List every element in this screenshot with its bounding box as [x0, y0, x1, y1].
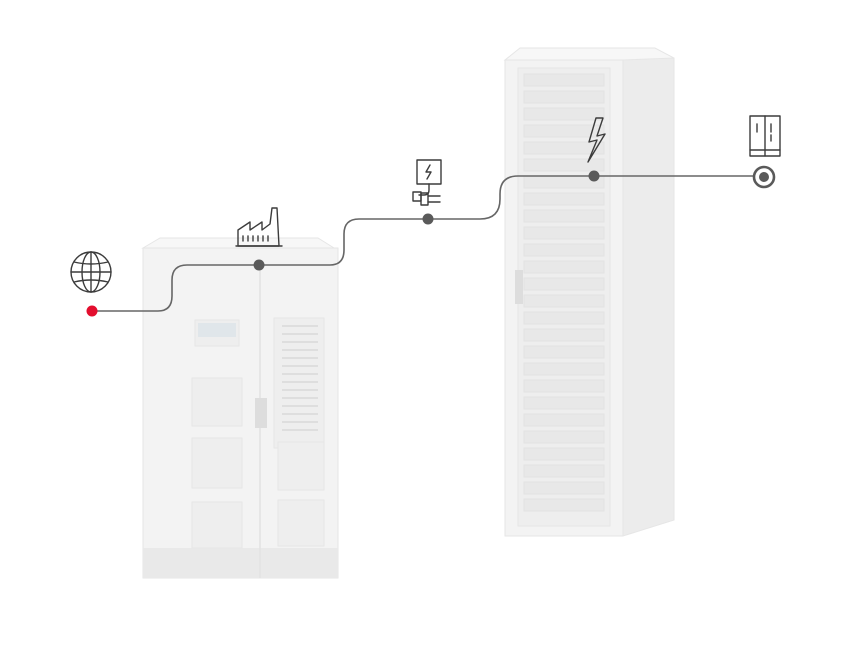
rack-slot [523, 192, 605, 206]
rack-slot [523, 158, 605, 172]
lightning-bolt-icon [587, 117, 606, 163]
rack-slot [523, 345, 605, 359]
grid-source-dot [86, 305, 98, 317]
rack-slot [523, 379, 605, 393]
rack-slot [523, 73, 605, 87]
rack-slot [523, 328, 605, 342]
rack-slot [523, 90, 605, 104]
rack-slot [523, 260, 605, 274]
power-node-dot [588, 170, 600, 182]
ev-charger-plug-icon [412, 159, 442, 206]
rack-slot [523, 124, 605, 138]
load-endpoint-target [752, 165, 776, 189]
tall-rack-cabinet-image [503, 47, 675, 537]
globe-icon [70, 251, 112, 293]
charger-node-dot [422, 213, 434, 225]
rack-slot [523, 311, 605, 325]
rack-slot [523, 277, 605, 291]
rack-slot [523, 209, 605, 223]
rack-slot [523, 481, 605, 495]
rack-slot [523, 243, 605, 257]
rack-slot [523, 413, 605, 427]
factory-node-dot [253, 259, 265, 271]
rack-slot [523, 464, 605, 478]
rack-slot [523, 447, 605, 461]
double-door-cabinet-image [141, 237, 339, 579]
rack-slot [523, 294, 605, 308]
rack-slot [523, 226, 605, 240]
rack-slot [523, 430, 605, 444]
rack-slot [523, 107, 605, 121]
rack-slot [523, 141, 605, 155]
factory-icon [235, 207, 283, 247]
rack-slot [523, 396, 605, 410]
rack-slot [523, 498, 605, 512]
connection-line [92, 175, 764, 312]
server-cabinet-icon [749, 115, 781, 157]
rack-slot [523, 362, 605, 376]
